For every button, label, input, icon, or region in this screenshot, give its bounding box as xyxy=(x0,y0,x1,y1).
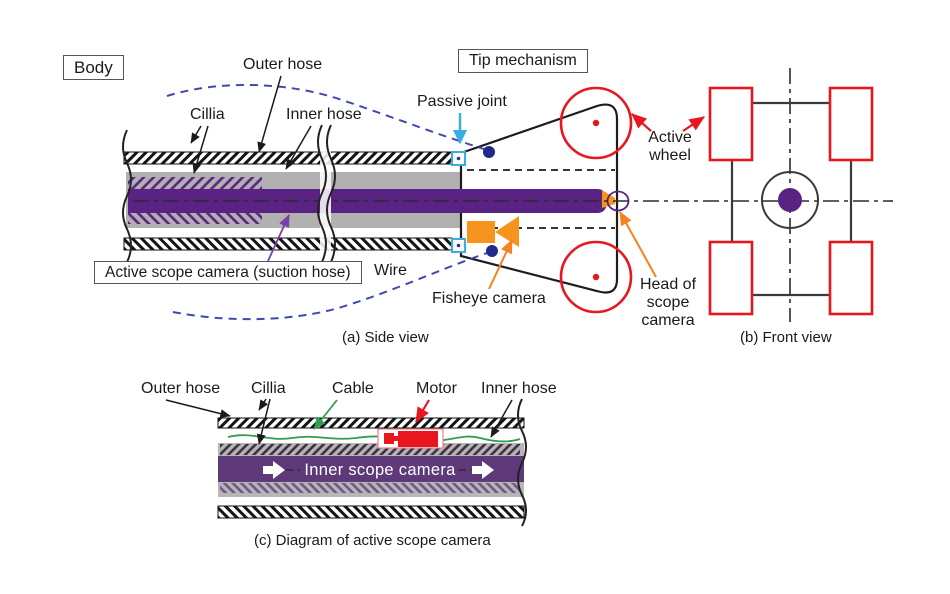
inner-hose-label-side: Inner hose xyxy=(286,106,362,123)
cillia-label-side: Cillia xyxy=(190,106,225,123)
tip-mechanism-frame xyxy=(459,86,633,314)
outer-hose-label-c: Outer hose xyxy=(141,380,221,397)
front-body-circle xyxy=(761,171,819,229)
inner-scope-camera-label: Inner scope camera xyxy=(304,461,456,479)
motor-label-c: Motor xyxy=(416,380,457,397)
active-wheel-label: Active wheel xyxy=(648,129,692,164)
hose-mid-break-right xyxy=(326,124,336,263)
arrow-fisheye xyxy=(488,239,513,290)
hose-left-break xyxy=(122,129,132,263)
passive-joint-top-pin xyxy=(456,156,461,161)
c-cillia-hatch-bottom xyxy=(220,483,520,493)
body-label: Body xyxy=(63,55,124,81)
passive-joint-label: Passive joint xyxy=(417,93,507,110)
tip-mechanism-label: Tip mechanism xyxy=(458,49,588,73)
active-wheel-bottom-axle xyxy=(592,273,600,281)
outer-hose-label-side: Outer hose xyxy=(243,56,323,73)
arrow-cillia-side-2 xyxy=(192,125,209,174)
c-direction-arrow-right xyxy=(472,461,494,479)
wire-anchor-bottom xyxy=(486,245,498,257)
outer-hose-top-band xyxy=(123,151,453,165)
passive-joint-bottom-pin xyxy=(456,243,461,248)
c-outer-hose-top xyxy=(217,417,525,429)
c-cillia-hatch-top xyxy=(220,444,520,455)
arrow-outer-hose-c xyxy=(165,399,231,419)
cable-label-c: Cable xyxy=(332,380,374,397)
front-wheel-bottom-right xyxy=(828,240,874,316)
fisheye-cone xyxy=(495,216,519,247)
active-wheel-bottom xyxy=(559,240,633,314)
head-of-scope-camera-label: Head of scope camera xyxy=(639,276,697,329)
active-scope-camera-label: Active scope camera (suction hose) xyxy=(94,261,362,285)
front-wheel-top-right xyxy=(828,86,874,162)
front-scope-dot xyxy=(778,188,802,212)
c-motor-body xyxy=(398,431,438,447)
arrow-inner-hose-side xyxy=(285,125,312,170)
wire-label: Wire xyxy=(374,262,407,279)
wire-bottom-arc xyxy=(172,251,491,321)
cillia-label-c: Cillia xyxy=(251,380,286,397)
arrow-inner-hose-c xyxy=(490,399,513,438)
front-view xyxy=(708,68,874,322)
passive-joints xyxy=(451,151,466,253)
arrow-motor-c xyxy=(415,399,430,423)
fisheye-body xyxy=(467,221,495,243)
c-outer-hose-bottom xyxy=(217,505,525,519)
arrow-cillia-side-1 xyxy=(190,125,202,144)
hose-break-marks xyxy=(122,124,336,263)
arrow-cable-c xyxy=(313,399,338,430)
side-view-caption: (a) Side view xyxy=(342,329,429,346)
annotation-arrows xyxy=(165,75,705,445)
arrow-active-wheel-left xyxy=(631,113,652,132)
outer-hose-bottom-band xyxy=(123,237,453,251)
hose-mid-break-gap xyxy=(320,125,331,262)
c-motor-shaft xyxy=(394,436,398,441)
wire-anchor-top xyxy=(483,146,495,158)
scope-diagram-caption: (c) Diagram of active scope camera xyxy=(254,532,491,549)
hose-mid-break-left xyxy=(317,124,327,263)
fisheye-camera-shape xyxy=(467,216,519,247)
arrow-head-of-scope xyxy=(619,211,657,278)
front-wheel-bottom-left xyxy=(708,240,754,316)
wires xyxy=(166,84,498,321)
cillia-hatch-bottom xyxy=(128,212,262,224)
cillia-hatch-top xyxy=(128,177,262,189)
scope-diagram xyxy=(217,398,527,527)
front-wheel-top-left xyxy=(708,86,754,162)
c-motor-cap xyxy=(384,433,394,444)
arrow-outer-hose-side xyxy=(257,75,282,153)
tip-frame-outline xyxy=(459,103,619,294)
inner-hose-label-c: Inner hose xyxy=(481,380,557,397)
front-view-caption: (b) Front view xyxy=(740,329,832,346)
c-cable-line xyxy=(227,434,521,443)
arrow-active-wheel-right xyxy=(682,116,705,132)
fisheye-camera-label: Fisheye camera xyxy=(432,290,546,307)
c-break-mark xyxy=(517,398,527,527)
c-direction-arrow-left xyxy=(263,461,285,479)
active-wheel-top-axle xyxy=(592,119,600,127)
arrow-cillia-c-1 xyxy=(258,398,269,411)
active-wheel-top xyxy=(559,86,633,160)
arrow-active-scope xyxy=(267,214,290,262)
arrow-cillia-c-2 xyxy=(256,398,271,445)
wire-top-arc xyxy=(166,84,488,151)
